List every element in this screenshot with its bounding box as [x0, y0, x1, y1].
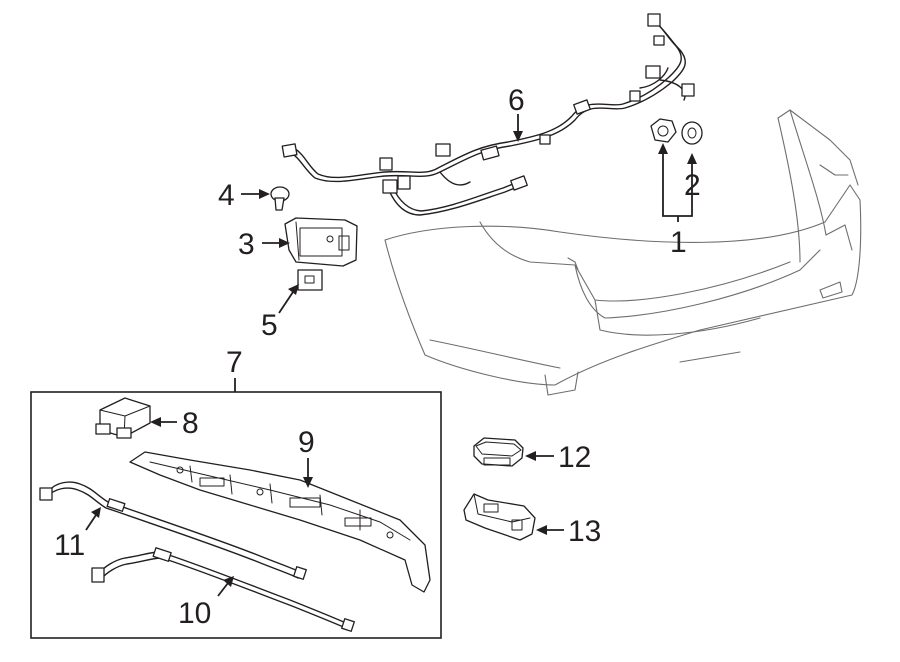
callout-10: 10	[178, 597, 211, 630]
callout-12: 12	[558, 441, 591, 474]
switch-housing	[463, 493, 536, 541]
callout-9: 9	[298, 426, 315, 459]
upper-cable	[39, 481, 307, 580]
push-nut	[650, 118, 677, 143]
callout-2: 2	[684, 169, 701, 202]
callout-11: 11	[54, 529, 85, 562]
callout-1: 1	[670, 226, 687, 259]
leader-10	[217, 582, 229, 597]
callout-7: 7	[226, 346, 243, 379]
control-module	[95, 397, 151, 439]
retainer-clip	[297, 269, 323, 291]
trunk-release-switch	[473, 437, 524, 467]
arrow-10	[223, 576, 234, 587]
lower-cable	[91, 547, 355, 632]
arrow-8	[150, 417, 161, 427]
leader-11	[85, 514, 97, 531]
assembly-box	[30, 391, 442, 639]
arrow-1	[658, 143, 668, 154]
arrow-12	[525, 451, 536, 461]
callout-13: 13	[568, 515, 601, 548]
arrow-2	[687, 153, 697, 164]
leader-5	[278, 291, 294, 314]
arrow-9	[303, 477, 313, 488]
wiring-harness	[281, 13, 695, 216]
arrow-11	[91, 507, 101, 518]
arrow-3	[279, 238, 290, 248]
bumper-bracket	[129, 451, 431, 593]
grommet	[681, 121, 703, 145]
rear-bumper-cover	[384, 109, 862, 396]
callout-5: 5	[261, 309, 278, 342]
mounting-bracket	[284, 217, 358, 267]
callout-4: 4	[218, 179, 235, 212]
callout-8: 8	[182, 407, 199, 440]
arrow-5	[288, 284, 299, 295]
screw	[270, 186, 290, 211]
arrow-13	[536, 525, 547, 535]
callout-3: 3	[238, 228, 255, 261]
arrow-4	[259, 189, 270, 199]
arrow-6	[513, 131, 523, 142]
callout-6: 6	[508, 84, 525, 117]
